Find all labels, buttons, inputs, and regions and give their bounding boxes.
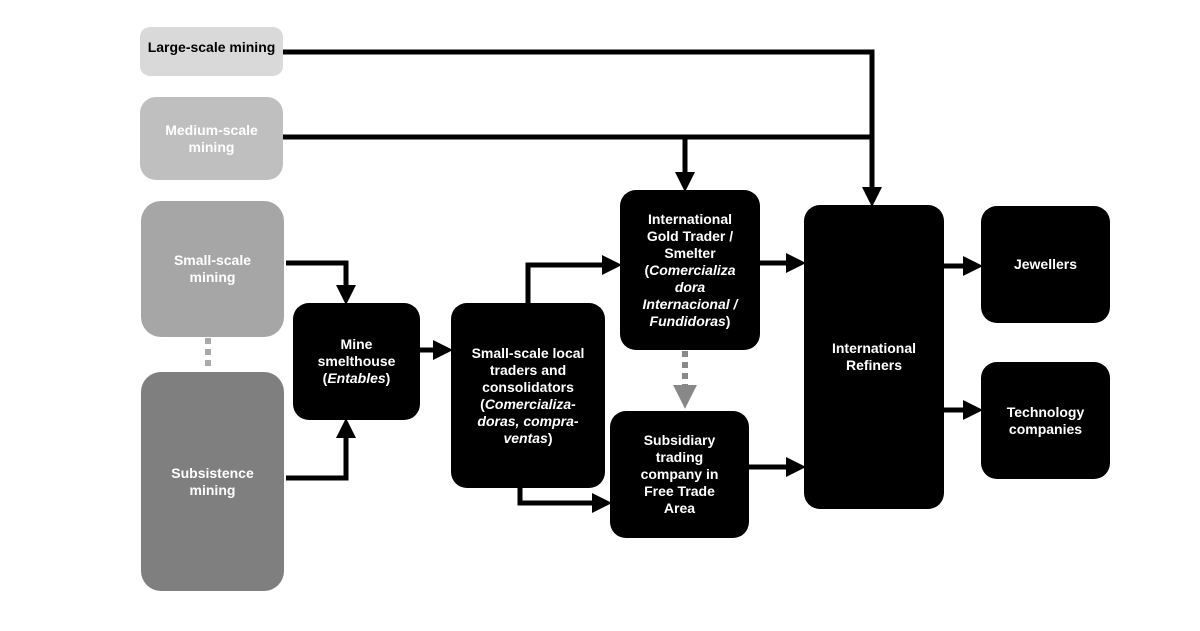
label: Mine smelthouse <box>317 336 396 369</box>
node-local-traders: Small-scale local traders and consolidat… <box>451 303 605 488</box>
arrow-small-to-smelthouse <box>286 260 356 305</box>
node-large-scale-mining: Large-scale mining <box>140 27 283 76</box>
note: Entables <box>327 370 386 386</box>
node-international-refiners: International Refiners <box>804 205 944 509</box>
label: Technology companies <box>1006 403 1085 437</box>
label: International Gold Trader / Smelter <box>646 210 734 261</box>
label: Small-scale local traders and consolidat… <box>471 344 585 395</box>
label: Subsistence mining <box>171 464 254 498</box>
node-subsidiary-trading-company: Subsidiary trading company in Free Trade… <box>610 411 749 538</box>
arrow-traders-to-subsidiary <box>517 488 612 513</box>
note: Comercializa dora Internacional / Fundid… <box>642 261 738 329</box>
node-mine-smelthouse: Mine smelthouse (Entables) <box>293 303 420 420</box>
label: Small-scale mining <box>173 252 252 285</box>
node-subsistence-mining: Subsistence mining <box>141 372 284 591</box>
arrow-large-to-refiners <box>283 49 882 207</box>
label: Subsidiary trading company in Free Trade… <box>640 432 719 516</box>
node-international-gold-trader: International Gold Trader / Smelter (Com… <box>620 190 760 350</box>
arrow-subsistence-to-smelthouse <box>286 418 356 481</box>
node-small-scale-mining: Small-scale mining <box>141 201 284 337</box>
label: Jewellers <box>1013 256 1078 272</box>
label: Large-scale mining <box>147 39 276 55</box>
label: International Refiners <box>831 340 916 373</box>
note: Comercializa-doras, compra-ventas <box>477 395 579 446</box>
label: Medium-scale mining <box>165 121 258 155</box>
node-technology-companies: Technology companies <box>981 362 1110 479</box>
node-jewellers: Jewellers <box>981 206 1110 323</box>
arrow-traders-to-gold-trader <box>525 255 622 303</box>
node-medium-scale-mining: Medium-scale mining <box>140 97 283 180</box>
